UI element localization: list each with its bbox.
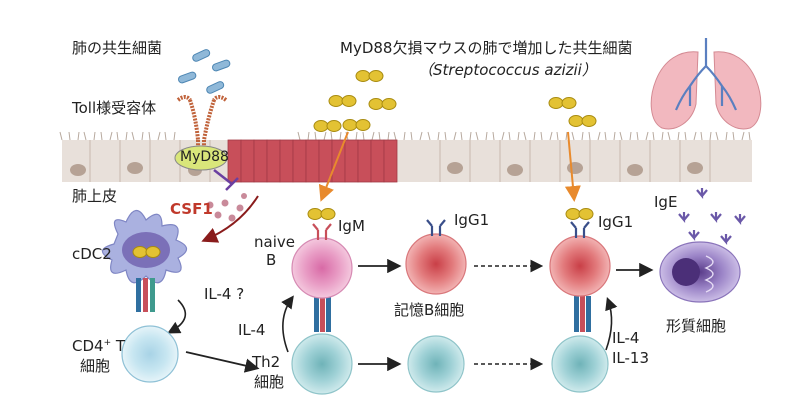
naive-b-label-2: B — [266, 251, 277, 269]
th2-cell — [291, 333, 353, 395]
activated-b-cell — [549, 208, 611, 297]
naive-b-label-1: naive — [254, 233, 295, 251]
cd4-t-line2: 細胞 — [80, 357, 111, 375]
lung-epithelium — [59, 131, 752, 183]
plasma-cell — [659, 241, 741, 303]
mhc-tcr-right — [574, 296, 591, 332]
csf1-label: CSF1 — [170, 200, 213, 218]
cd4-t-label: CD4+ T — [72, 337, 126, 355]
orange-arrow-right — [564, 131, 581, 202]
naive-b-cell — [291, 208, 353, 299]
myd88-label: MyD88 — [180, 149, 229, 165]
title-line-2: （Streptococcus azizii） — [418, 61, 597, 79]
myd88-adapter — [174, 145, 228, 171]
cd4-t-text: T — [111, 337, 126, 355]
th2-label-2: 細胞 — [254, 373, 285, 391]
igg1-label-b: IgG1 — [598, 213, 634, 231]
th2-label-1: Th2 — [252, 353, 281, 371]
lung-icon — [650, 38, 762, 130]
il4-left-label: IL-4 — [238, 321, 266, 339]
middle-teal-cell — [407, 335, 465, 393]
il4-question-label: IL-4 ? — [204, 285, 245, 303]
mhc-tcr-th2-b — [314, 296, 331, 332]
il4-right-label: IL-4 — [612, 329, 640, 347]
tlr-receptor — [176, 95, 228, 158]
inhibition-mark — [213, 169, 239, 191]
il4-question-arrow — [167, 299, 187, 334]
il13-right-label: IL-13 — [612, 349, 650, 367]
igm-label: IgM — [338, 217, 365, 235]
igg1-label-a: IgG1 — [454, 211, 490, 229]
arrow-t-to-th2 — [185, 351, 260, 373]
tlr-label: Toll様受容体 — [72, 99, 157, 117]
cdc2-cell — [101, 209, 188, 284]
mhc-tcr-left — [136, 278, 155, 312]
streptococcus-bacteria — [313, 70, 597, 132]
memory-b-label: 記憶B細胞 — [394, 301, 465, 319]
cd4-t-cell — [121, 325, 179, 383]
memory-b-cell — [405, 219, 467, 295]
orange-arrow-left — [318, 131, 349, 202]
csf1-molecules — [206, 193, 247, 222]
cd4-text: CD4 — [72, 337, 104, 355]
lung-commensal-label: 肺の共生細菌 — [72, 39, 163, 57]
bacteria-icon — [178, 49, 231, 94]
antibody-icon — [678, 188, 746, 246]
cdc2-label: cDC2 — [72, 245, 112, 263]
il4-arrow — [281, 295, 294, 353]
il4-il13-arrow — [605, 296, 618, 351]
plasma-cell-label: 形質細胞 — [666, 317, 727, 335]
lung-epithelium-label: 肺上皮 — [72, 187, 118, 205]
title-line-1: MyD88欠損マウスの肺で増加した共生細菌 — [340, 39, 633, 57]
right-teal-cell — [551, 335, 609, 393]
ige-label: IgE — [654, 193, 678, 211]
cd4-sup: + — [103, 338, 112, 348]
csf1-arrow — [201, 195, 259, 243]
